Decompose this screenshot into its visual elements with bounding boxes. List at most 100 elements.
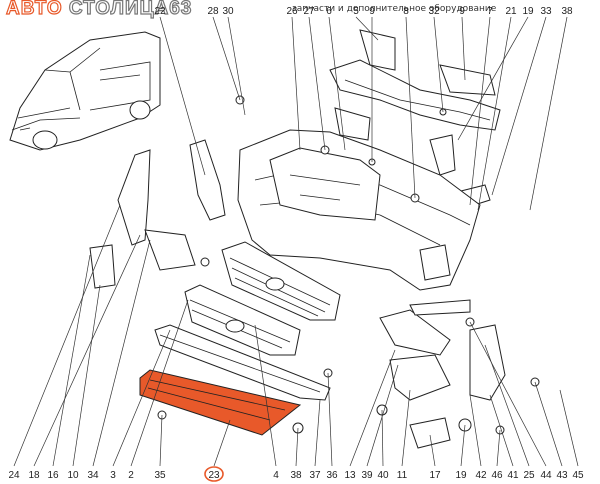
leader-line-bottom [381,409,384,467]
leader-line-bottom [559,389,579,467]
callout-bottom-45: 45 [572,470,584,481]
callout-top-19: 19 [522,6,534,17]
callout-bottom-13: 13 [344,470,356,481]
callout-top-5: 5 [353,6,359,17]
callout-bottom-10: 10 [67,470,79,481]
callout-top-22: 22 [154,6,166,17]
callout-top-21: 21 [505,6,517,17]
leader-line-bottom [429,434,436,467]
leader-line-bottom [469,321,547,467]
leader-line-top [212,16,241,101]
leader-line-bottom [13,204,121,467]
brand-name-part2: СТОЛИЦА63 [68,0,193,20]
leader-line-top [328,16,346,151]
leader-line-bottom [314,399,321,467]
callout-top-27: 27 [303,6,315,17]
leader-line-top [308,16,326,151]
leader-line-top [469,16,491,206]
callout-bottom-24: 24 [8,470,20,481]
leader-line-bottom [130,299,189,467]
callout-top-6: 6 [326,6,332,17]
callout-top-30: 30 [222,6,234,17]
leader-line-bottom [401,389,411,467]
leader-line-top [477,16,512,211]
leader-line-bottom [33,234,141,467]
callout-bottom-36: 36 [326,470,338,481]
leader-line-bottom [159,414,163,467]
leader-line-bottom [469,394,482,467]
leader-line-top [355,16,379,41]
leader-line-bottom [460,424,466,467]
callout-bottom-16: 16 [47,470,59,481]
car-illustration [9,31,161,151]
callout-top-8: 8 [403,6,409,17]
lower-grille-insert [154,324,331,401]
leader-line-bottom [213,419,231,467]
callout-bottom-43: 43 [556,470,568,481]
callout-bottom-19: 19 [455,470,467,481]
radiator-grille-upper [221,241,341,321]
leader-line-bottom [534,381,563,467]
side-brackets [89,139,506,449]
leader-line-bottom [92,239,151,467]
leader-line-top [405,16,416,199]
brand-name-part1: АВТО [5,0,69,20]
leader-line-top [291,16,301,151]
callout-bottom-38: 38 [290,470,302,481]
callout-bottom-17: 17 [429,470,441,481]
leader-line-bottom [349,349,396,467]
skid-plate-part-23 [139,369,302,436]
leader-line-top [529,16,568,211]
callout-bottom-4: 4 [273,470,279,481]
leader-line-bottom [489,394,514,467]
callout-bottom-18: 18 [28,470,40,481]
leader-line-bottom [327,372,333,467]
callout-top-9: 9 [459,6,465,17]
callout-top-32: 32 [428,6,440,17]
leader-line-top [457,16,529,141]
callout-bottom-39: 39 [361,470,373,481]
leader-line-bottom [52,254,91,467]
leader-lines [13,16,579,467]
callout-bottom-34: 34 [87,470,99,481]
callout-top-26: 26 [286,6,298,17]
callout-bottom-46: 46 [491,470,503,481]
callout-bottom-40: 40 [377,470,389,481]
callout-bottom-37: 37 [309,470,321,481]
callout-bottom-23: 23 [208,470,220,481]
callout-top-7: 7 [487,6,493,17]
leader-line-top [227,16,246,116]
leader-line-bottom [112,329,171,467]
leader-line-top [461,16,466,81]
watermark-caption: запчасти и дополнительное оборудование [292,4,497,14]
leader-line-bottom [72,284,101,467]
leader-line-bottom [254,324,277,467]
leader-line-bottom [496,429,501,467]
callout-bottom-3: 3 [110,470,116,481]
callout-bottom-44: 44 [540,470,552,481]
callout-bottom-42: 42 [475,470,487,481]
callout-bottom-2: 2 [128,470,134,481]
radiator-grille-lower [184,284,301,356]
brand-logo: АВТО СТОЛИЦА63 [5,0,193,20]
leader-line-bottom [366,364,399,467]
callout-top-38: 38 [561,6,573,17]
highlight-ring [204,466,224,482]
callout-bottom-25: 25 [523,470,535,481]
front-bumper-cover [237,129,481,291]
leader-line-top [159,16,206,176]
leader-line-top [433,16,444,113]
callout-bottom-11: 11 [397,470,408,481]
leader-line-bottom [484,344,530,467]
callout-top-9: 9 [369,6,375,17]
callout-top-33: 33 [540,6,552,17]
callout-top-28: 28 [207,6,219,17]
leader-line-bottom [295,427,299,467]
leader-line-top [491,16,547,196]
callout-bottom-41: 41 [507,470,519,481]
callout-bottom-35: 35 [154,470,166,481]
